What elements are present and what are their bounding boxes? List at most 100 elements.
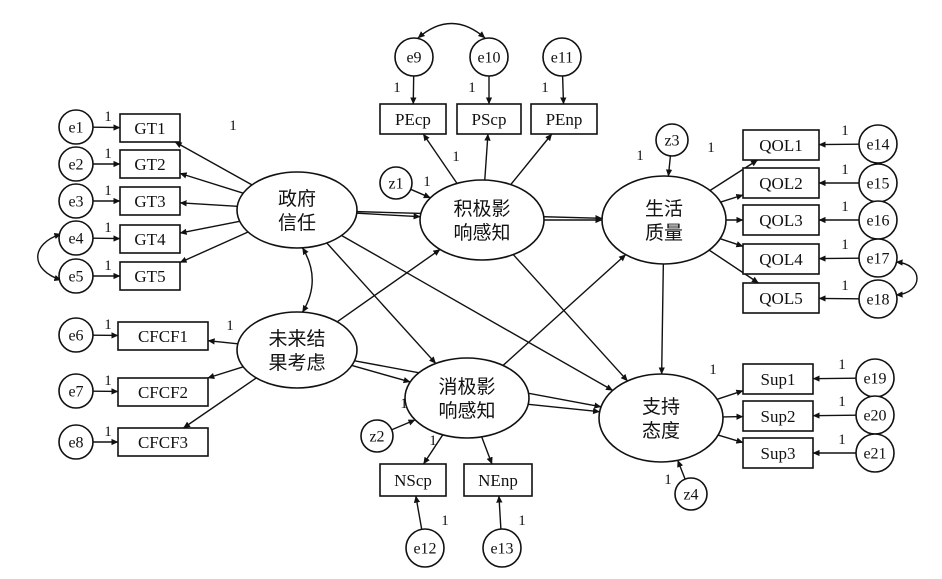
- weight-label-loading-PP: 1: [452, 149, 460, 165]
- error-circle-e6: [58, 317, 94, 353]
- indicator-node-PEcp: PEcp: [379, 103, 447, 135]
- path-GT-to-GT1: [174, 141, 253, 186]
- indicator-node-Sup1: Sup1: [742, 363, 814, 395]
- error-label-z4: z4: [683, 487, 698, 504]
- error-node-e17: e17: [858, 238, 898, 278]
- error-node-e9: e9: [394, 37, 434, 77]
- error-node-e14: e14: [858, 124, 898, 164]
- indicator-box-CFCF3: [117, 427, 209, 457]
- path-QOL-to-QOL1: [709, 159, 758, 192]
- latent-label-SUP-1: 支持: [642, 396, 680, 418]
- indicator-label-Sup2: Sup2: [761, 407, 796, 426]
- path-CFC-to-PP: [336, 248, 441, 323]
- indicator-box-QOL5: [742, 282, 820, 314]
- indicator-label-NEnp: NEnp: [478, 471, 518, 490]
- latent-label-GT-1: 政府: [278, 188, 316, 210]
- error-node-e16: e16: [858, 200, 898, 240]
- indicator-label-QOL4: QOL4: [759, 250, 803, 269]
- indicator-box-GT2: [119, 149, 181, 179]
- error-node-e2: e2: [58, 146, 94, 182]
- error-label-e3: e3: [68, 194, 83, 211]
- weight-label-e1: 1: [104, 109, 112, 125]
- indicator-box-NEnp: [463, 463, 533, 497]
- weight-label-z3: 1: [636, 148, 644, 164]
- indicator-box-GT3: [119, 186, 181, 216]
- error-circle-z3: [655, 123, 689, 157]
- latent-label-GT-2: 信任: [278, 212, 316, 234]
- weight-label-e19: 1: [838, 357, 846, 373]
- indicator-node-GT3: GT3: [119, 186, 181, 216]
- indicator-box-Sup2: [742, 400, 814, 432]
- latent-label-NP-2: 响感知: [438, 400, 495, 422]
- latent-label-CFC-2: 果考虑: [268, 352, 325, 374]
- error-circle-z4: [674, 477, 708, 511]
- path-PP-to-PScp: [484, 133, 491, 181]
- error-circle-e10: [469, 37, 509, 77]
- indicator-label-Sup3: Sup3: [761, 444, 796, 463]
- weight-label-z1: 1: [423, 174, 431, 190]
- weight-label-e3: 1: [104, 183, 112, 199]
- weight-label-e20: 1: [838, 394, 846, 410]
- indicator-node-NEnp: NEnp: [463, 463, 533, 497]
- error-circle-e9: [394, 37, 434, 77]
- error-circle-e12: [405, 528, 445, 568]
- error-node-e10: e10: [469, 37, 509, 77]
- indicator-box-CFCF1: [117, 321, 209, 351]
- error-node-e19: e19: [855, 358, 895, 398]
- error-label-e8: e8: [68, 435, 83, 452]
- weight-label-e8: 1: [104, 424, 112, 440]
- error-node-e11: e11: [542, 37, 582, 77]
- path-NP-to-NEnp: [481, 436, 493, 465]
- latent-label-PP-2: 响感知: [453, 222, 510, 244]
- error-circle-e1: [58, 109, 94, 145]
- indicator-node-PEnp: PEnp: [530, 103, 598, 135]
- indicator-label-Sup1: Sup1: [761, 370, 796, 389]
- error-circle-e14: [858, 124, 898, 164]
- weight-label-e12: 1: [441, 513, 449, 529]
- error-label-e6: e6: [68, 328, 83, 345]
- error-link-z3: [665, 155, 673, 177]
- error-circle-e11: [542, 37, 582, 77]
- path-PP-to-SUP: [512, 254, 629, 382]
- indicator-label-CFCF3: CFCF3: [138, 433, 188, 452]
- error-label-e17: e17: [866, 251, 889, 268]
- error-label-z3: z3: [664, 133, 679, 150]
- latent-label-PP-1: 积极影: [453, 198, 510, 220]
- indicator-label-CFCF2: CFCF2: [138, 383, 188, 402]
- indicator-label-CFCF1: CFCF1: [138, 327, 188, 346]
- path-GT-to-GT4: [179, 220, 240, 235]
- error-label-e19: e19: [863, 371, 886, 388]
- error-circle-e4: [58, 220, 94, 256]
- error-node-e3: e3: [58, 183, 94, 219]
- indicator-label-QOL5: QOL5: [759, 289, 802, 308]
- error-link-z4: [677, 460, 686, 480]
- indicator-label-NScp: NScp: [394, 471, 432, 490]
- weight-label-e17: 1: [841, 237, 849, 253]
- error-node-e4: e4: [58, 220, 94, 256]
- error-node-e1: e1: [58, 109, 94, 145]
- weight-label-e10: 1: [468, 80, 476, 96]
- weight-label-loading-SUP: 1: [709, 362, 717, 378]
- path-PP-to-PEnp: [510, 133, 553, 186]
- error-label-e14: e14: [866, 137, 889, 154]
- weight-label-e2: 1: [104, 146, 112, 162]
- weight-label-z2: 1: [400, 396, 408, 412]
- error-label-z2: z2: [369, 429, 384, 446]
- path-QOL-to-QOL2: [720, 194, 744, 203]
- weight-label-loading-NP: 1: [429, 433, 437, 449]
- latent-label-SUP-2: 态度: [642, 420, 680, 442]
- error-node-e21: e21: [855, 433, 895, 473]
- path-QOL-to-QOL5: [708, 249, 759, 284]
- latent-ellipse-SUP: [598, 373, 724, 463]
- weight-label-e14: 1: [841, 123, 849, 139]
- path-CFC-to-NP: [351, 364, 411, 384]
- error-node-z2: z2: [360, 419, 394, 453]
- path-QOL-to-QOL4: [719, 238, 744, 248]
- indicator-box-Sup1: [742, 363, 814, 395]
- path-GT-to-NP: [326, 242, 437, 364]
- indicator-label-GT2: GT2: [134, 155, 165, 174]
- weight-label-e11: 1: [541, 80, 549, 96]
